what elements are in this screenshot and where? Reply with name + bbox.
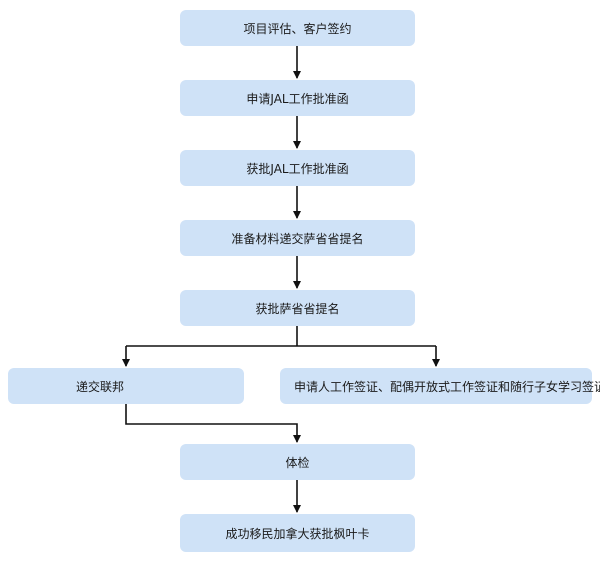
step-submit-nomination: 准备材料递交萨省省提名: [180, 220, 415, 256]
step-apply-jal-label: 申请JAL工作批准函: [246, 91, 349, 106]
step-submit-nomination-label: 准备材料递交萨省省提名: [231, 231, 364, 246]
step-medical-exam-label: 体检: [285, 455, 310, 470]
step-apply-jal: 申请JAL工作批准函: [180, 80, 415, 116]
step-approved-jal-label: 获批JAL工作批准函: [246, 161, 349, 176]
branch-work-permits: 申请人工作签证、配偶开放式工作签证和随行子女学习签证: [280, 368, 600, 404]
arrow-left-to-medical: [125, 404, 301, 443]
step-approved-nomination-label: 获批萨省省提名: [255, 301, 340, 316]
branch-federal-submission: 递交联邦: [8, 368, 244, 404]
branch-work-permits-label: 申请人工作签证、配偶开放式工作签证和随行子女学习签证: [294, 379, 600, 394]
branch-federal-submission-label: 递交联邦: [76, 379, 125, 394]
step-pr-card-label: 成功移民加拿大获批枫叶卡: [225, 526, 370, 541]
step-pr-card: 成功移民加拿大获批枫叶卡: [180, 514, 415, 552]
step-approved-nomination: 获批萨省省提名: [180, 290, 415, 326]
step-project-assessment: 项目评估、客户签约: [180, 10, 415, 46]
step-approved-jal: 获批JAL工作批准函: [180, 150, 415, 186]
step-project-assessment-label: 项目评估、客户签约: [243, 21, 352, 36]
step-medical-exam: 体检: [180, 444, 415, 480]
